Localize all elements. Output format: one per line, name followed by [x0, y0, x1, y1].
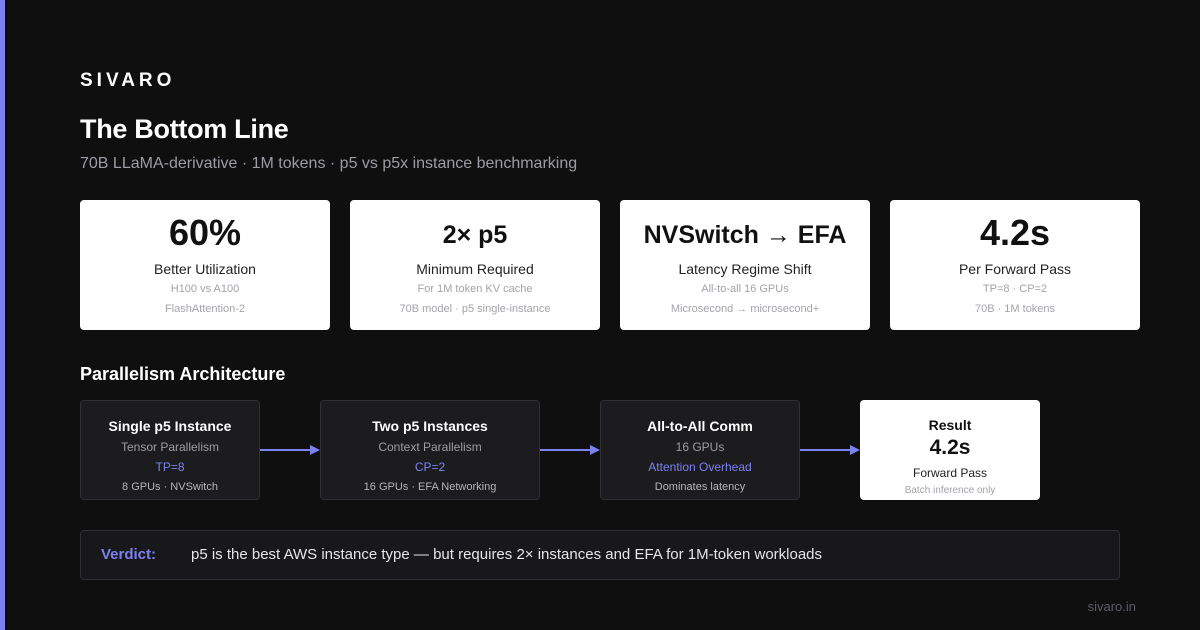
flow-node-footnote: Batch inference only: [904, 485, 996, 496]
metric-label: Per Forward Pass: [958, 261, 1072, 277]
flow-node-footnote: Dominates latency: [654, 481, 746, 493]
flow-node-footnote: 8 GPUs · NVSwitch: [122, 481, 218, 493]
flow-node-subtitle: Tensor Parallelism: [120, 440, 220, 454]
metric-value: 2× p5: [442, 221, 508, 249]
flow-node-all-to-all: All-to-All Comm 16 GPUs Attention Overhe…: [600, 400, 800, 500]
metric-detail: All-to-all 16 GPUs: [701, 283, 789, 295]
metric-detail: TP=8 · CP=2: [982, 283, 1048, 295]
metric-label: Latency Regime Shift: [678, 261, 812, 277]
flow-node-title: Result: [928, 417, 972, 433]
footer-url: sivaro.in: [1087, 599, 1136, 614]
metric-detail: Microsecond → microsecond+: [670, 303, 820, 315]
metric-card-forward-pass: 4.2s Per Forward Pass TP=8 · CP=2 70B · …: [890, 200, 1140, 330]
flow-node-highlight: Attention Overhead: [648, 460, 752, 474]
metric-detail: FlashAttention-2: [164, 303, 246, 315]
flow-arrow-3: [800, 445, 860, 455]
flow-node-footnote: 16 GPUs · EFA Networking: [363, 481, 497, 493]
flow-node-title: Single p5 Instance: [108, 418, 232, 434]
flow-node-subtitle: Context Parallelism: [378, 440, 482, 454]
verdict-box: Verdict: p5 is the best AWS instance typ…: [80, 530, 1120, 580]
flow-node-highlight: CP=2: [414, 460, 446, 474]
section-title: Parallelism Architecture: [80, 364, 286, 384]
flow-node-title: Two p5 Instances: [372, 418, 488, 434]
verdict-text: p5 is the best AWS instance type — but r…: [191, 546, 823, 563]
metric-label: Better Utilization: [154, 261, 256, 277]
brand-logo: SIVARO: [80, 70, 176, 91]
flow-arrow-2: [540, 445, 600, 455]
flow-node-highlight: TP=8: [155, 460, 185, 474]
verdict-label: Verdict:: [101, 546, 157, 563]
metric-card-minimum: 2× p5 Minimum Required For 1M token KV c…: [350, 200, 600, 330]
flow-node-title: All-to-All Comm: [647, 418, 753, 434]
flow-node-subtitle: 16 GPUs: [675, 440, 725, 454]
metric-value: 4.2s: [979, 212, 1051, 253]
left-accent-bar: [0, 0, 5, 630]
flow-node-result-value: 4.2s: [929, 436, 971, 459]
metric-detail: 70B · 1M tokens: [974, 303, 1056, 315]
flow-arrow-1: [260, 445, 320, 455]
metric-label: Minimum Required: [416, 261, 534, 277]
flow-node-single-instance: Single p5 Instance Tensor Parallelism TP…: [80, 400, 260, 500]
metric-card-utilization: 60% Better Utilization H100 vs A100 Flas…: [80, 200, 330, 330]
metric-detail: For 1M token KV cache: [417, 283, 533, 295]
metric-cards: 60% Better Utilization H100 vs A100 Flas…: [80, 200, 1140, 330]
flow-node-result: Result 4.2s Forward Pass Batch inference…: [860, 400, 1040, 500]
page-subtitle: 70B LLaMA-derivative · 1M tokens · p5 vs…: [80, 155, 578, 172]
metric-value: NVSwitch → EFA: [643, 221, 847, 249]
flow-node-subtitle: Forward Pass: [912, 466, 988, 480]
metric-card-latency: NVSwitch → EFA Latency Regime Shift All-…: [620, 200, 870, 330]
page-title: The Bottom Line: [80, 114, 289, 144]
metric-detail: 70B model · p5 single-instance: [399, 303, 551, 315]
metric-detail: H100 vs A100: [170, 283, 240, 295]
metric-value: 60%: [168, 212, 242, 253]
flow-node-two-instances: Two p5 Instances Context Parallelism CP=…: [320, 400, 540, 500]
